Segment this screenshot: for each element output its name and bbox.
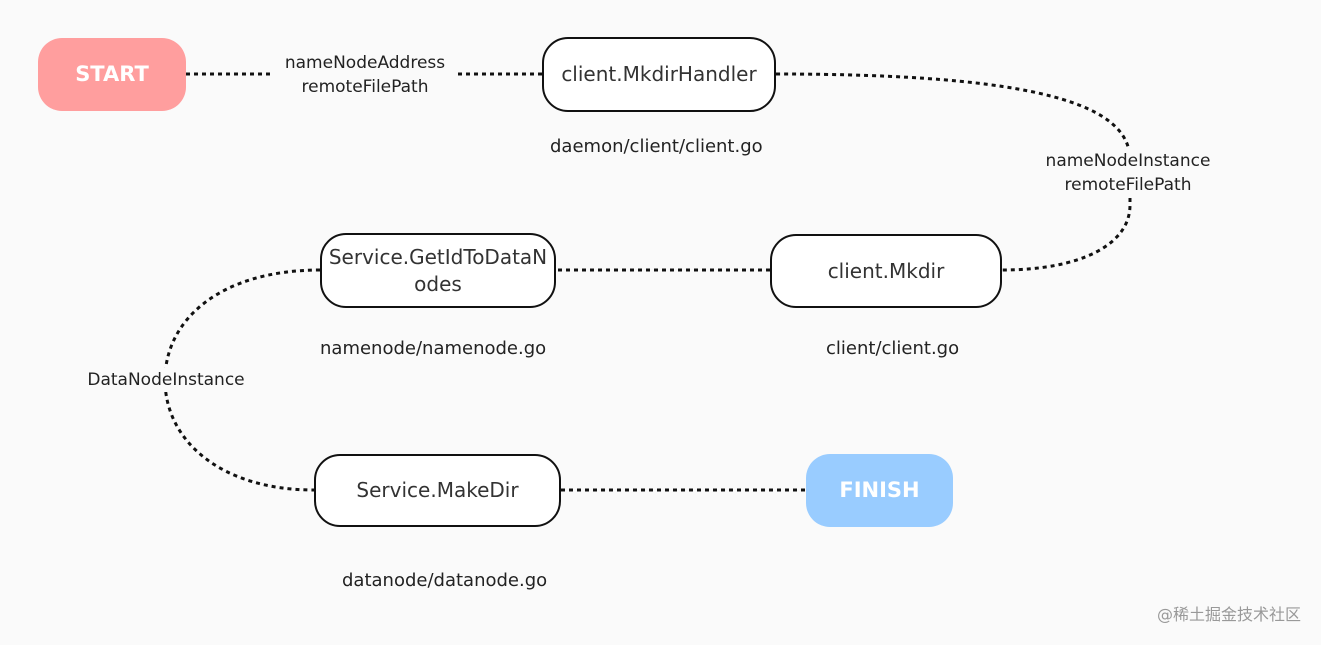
make-dir-label: Service.MakeDir bbox=[356, 478, 519, 502]
caption-get-id-to-datanodes: namenode/namenode.go bbox=[320, 338, 547, 359]
start-node: START bbox=[38, 38, 186, 111]
mkdir-handler-label: client.MkdirHandler bbox=[561, 62, 757, 86]
mkdir-handler-node: client.MkdirHandler bbox=[542, 37, 776, 112]
edge-label-line: DataNodeInstance bbox=[87, 370, 245, 390]
finish-label: FINISH bbox=[839, 478, 920, 502]
edge-label-line: nameNodeAddress bbox=[284, 53, 446, 73]
caption-make-dir: datanode/datanode.go bbox=[342, 570, 548, 591]
start-label: START bbox=[75, 62, 149, 86]
client-mkdir-node: client.Mkdir bbox=[770, 234, 1002, 308]
watermark: @稀土掘金技术社区 bbox=[1156, 605, 1301, 624]
edge-label-line: remoteFilePath bbox=[1064, 175, 1192, 195]
edge-label-getid-to-makedir: DataNodeInstance bbox=[76, 368, 256, 392]
edge-label-line: nameNodeInstance bbox=[1045, 151, 1211, 171]
caption-client-mkdir: client/client.go bbox=[826, 338, 960, 359]
edge-label-start-to-handler: nameNodeAddress remoteFilePath bbox=[272, 51, 458, 99]
edge-label-line: remoteFilePath bbox=[301, 77, 429, 97]
edge-label-handler-to-mkdir: nameNodeInstance remoteFilePath bbox=[1033, 149, 1223, 197]
get-id-to-datanodes-label: Service.GetIdToDataNodes bbox=[328, 244, 548, 296]
edge-getid-to-makedir bbox=[163, 268, 321, 492]
finish-node: FINISH bbox=[806, 454, 953, 527]
edge-handler-to-client-mkdir bbox=[775, 72, 1132, 272]
caption-mkdir-handler: daemon/client/client.go bbox=[550, 136, 763, 157]
make-dir-node: Service.MakeDir bbox=[314, 454, 561, 527]
client-mkdir-label: client.Mkdir bbox=[827, 258, 945, 283]
get-id-to-datanodes-node: Service.GetIdToDataNodes bbox=[320, 233, 556, 308]
